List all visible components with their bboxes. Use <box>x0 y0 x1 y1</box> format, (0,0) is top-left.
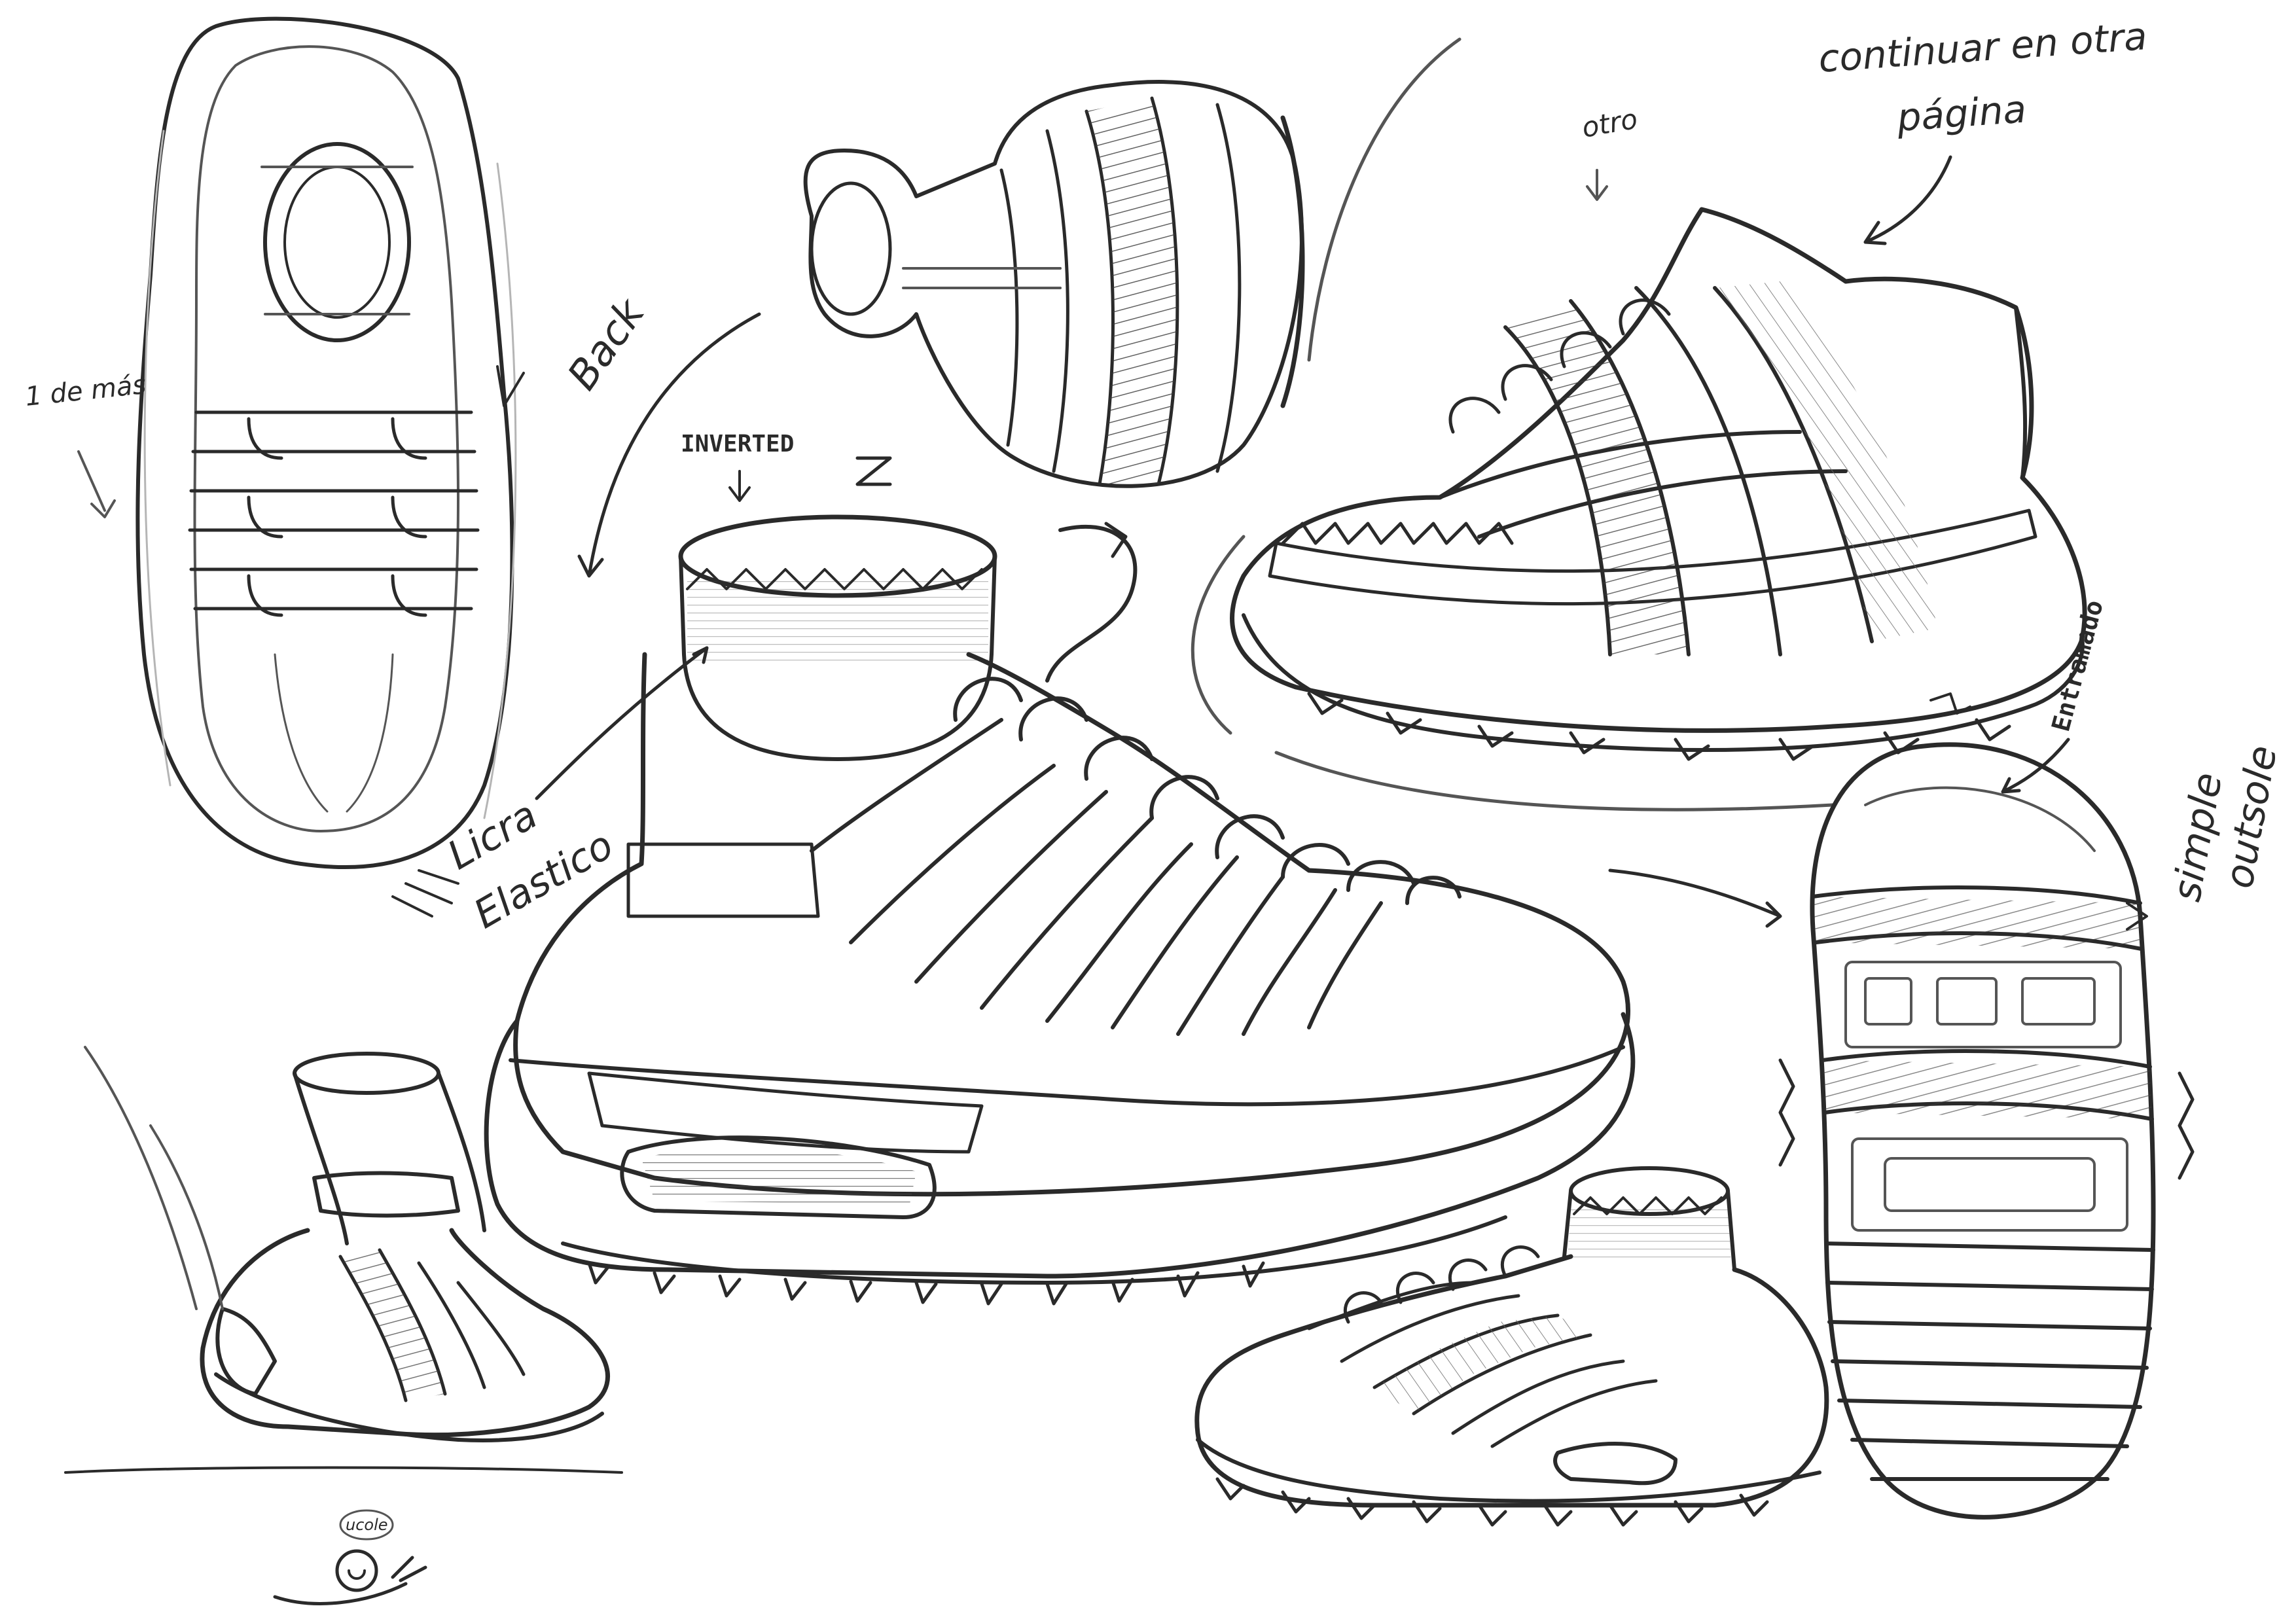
note-snail: ucole <box>346 1516 388 1534</box>
note-entramado: Entramado <box>2046 597 2109 734</box>
main-shoe-sketch <box>484 514 1636 1306</box>
note-back: Back <box>558 289 654 399</box>
outsole-sketch <box>1778 742 2195 1520</box>
walking-shoe-sketch <box>64 1046 623 1605</box>
annotation-arrows <box>77 155 2148 931</box>
note-inverted: INVERTED <box>681 431 794 457</box>
note-otro: otro <box>1579 103 1640 144</box>
note-continuar: continuar en otra <box>1817 14 2148 81</box>
heel-view-sketch <box>803 80 1305 488</box>
top-view-sketch <box>135 16 517 869</box>
note-pagina: página <box>1895 86 2028 140</box>
note-demas: 1 de más <box>24 370 147 412</box>
small-shoe-sketch <box>1194 1166 1829 1527</box>
side-shoe-sketch <box>1191 37 2087 812</box>
note-outsole: outsole <box>2216 742 2286 892</box>
